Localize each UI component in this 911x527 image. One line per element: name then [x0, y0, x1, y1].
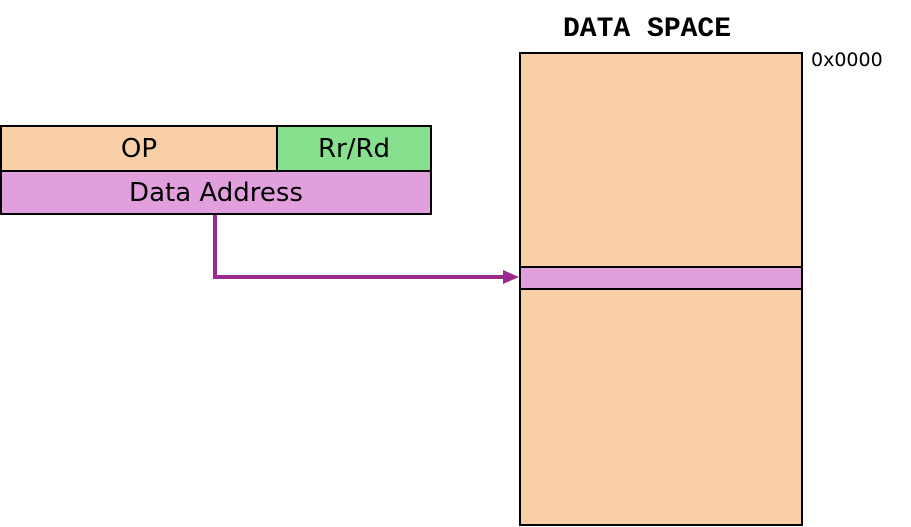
data-space-title: DATA SPACE [563, 14, 732, 45]
arrow-line [213, 215, 504, 279]
data-space-lower-block [519, 288, 803, 526]
register-label: Rr/Rd [317, 133, 391, 164]
op-label: OP [120, 133, 158, 164]
op-field: OP [0, 125, 278, 172]
data-address-field: Data Address [0, 170, 432, 215]
start-address-label: 0x0000 [811, 49, 883, 71]
data-address-label: Data Address [129, 177, 303, 208]
arrow-head [503, 270, 519, 284]
